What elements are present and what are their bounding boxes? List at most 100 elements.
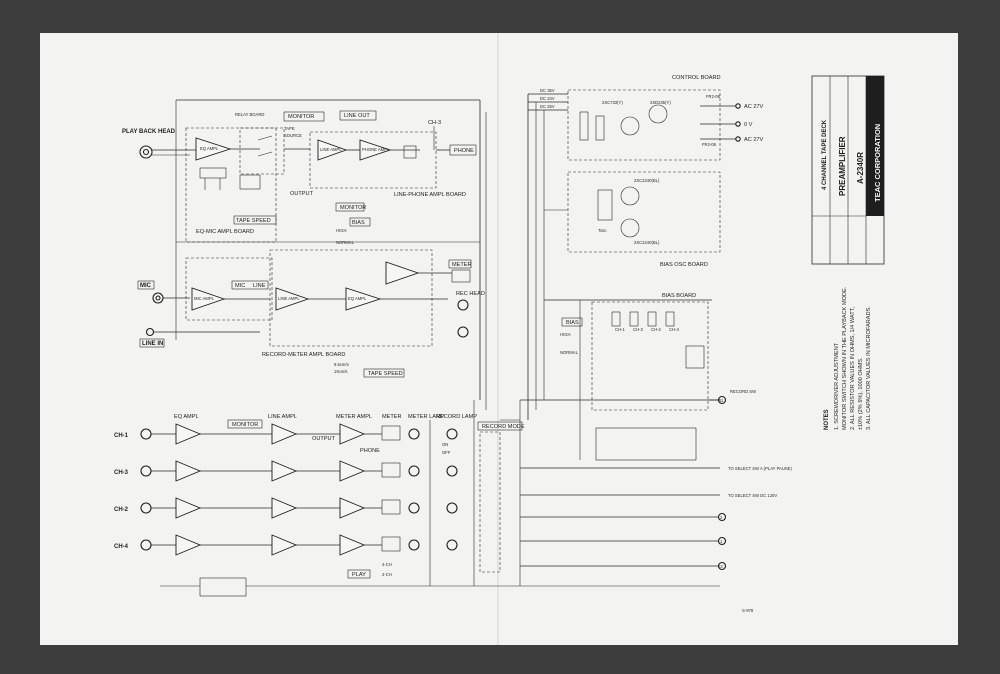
line-switch-label: LINE	[253, 283, 266, 289]
title-subtitle: PREAMPLIFIER	[838, 136, 847, 196]
bias-high-switch-label: HIGH	[560, 332, 570, 337]
terminal-num-4: 1	[720, 539, 723, 544]
four-ch-label: 4-CH	[382, 562, 392, 567]
two-ch-label: 2-CH	[382, 572, 392, 577]
line-ampl-label-low: LINE AMPL	[268, 414, 297, 420]
eq-amp-ch3	[175, 460, 202, 482]
meter-ch2	[381, 499, 401, 515]
line-amp-ch1	[271, 423, 298, 445]
rec-head-jack	[457, 299, 469, 338]
notes-line-1: 1. SCREWDRIVER ADJUSTMENT	[834, 342, 840, 430]
mic-amp-label: MIC AMPL	[194, 296, 215, 301]
title-company: TEAC CORPORATION	[873, 124, 882, 202]
bias-ch-label-2: CH-2	[651, 327, 661, 332]
monitor-source-label: SOURCE	[284, 133, 302, 138]
record-meter-board-label: RECORD-METER AMPL BOARD	[262, 352, 345, 358]
notes-block: NOTES 1. SCREWDRIVER ADJUSTMENT MONITOR …	[824, 286, 872, 430]
line-in-label: LINE IN	[142, 341, 163, 347]
meter-label-top: METER	[452, 262, 472, 268]
title-model: A-2340R	[856, 152, 865, 184]
bias-label-top: BIAS	[352, 220, 365, 226]
record-sw-label: RECORD SW	[730, 389, 756, 394]
line-amp-triangle-mid	[275, 287, 310, 311]
select-pause-label: TO SELECT SW A (PLAY PAUSE)	[728, 466, 792, 471]
eq-ampl-label-low: EQ AMPL	[174, 414, 199, 420]
eq-amp-ch2	[175, 497, 202, 519]
tape-speed-label-top: TAPE SPEED	[236, 218, 271, 224]
bias-osc-board-label: BIAS OSC BOARD	[660, 262, 708, 268]
bias-osc-transistor-1	[620, 186, 640, 206]
eq-amp-label: EQ AMPL	[200, 146, 219, 151]
speed-95-label: 9.5cm/s	[334, 362, 349, 367]
mic-label: MIC	[140, 283, 152, 289]
control-q2-label: 2SD235(Y)	[650, 100, 671, 105]
record-mode-switch-bank	[479, 431, 501, 573]
terminal-12	[717, 561, 727, 571]
bias-osc-transistor-2	[620, 218, 640, 238]
eq-amp-ch1	[175, 423, 202, 445]
meter-amp-triangle-top	[385, 261, 420, 285]
output-label-low: OUTPUT	[312, 436, 336, 442]
output-label-top: OUTPUT	[290, 191, 314, 197]
notes-heading: NOTES	[824, 409, 830, 430]
playback-head-jack	[139, 145, 153, 159]
dc24-label: DC 24V	[540, 96, 555, 101]
line-phone-board-outline	[309, 131, 437, 189]
playback-head-label: PLAY BACK HEAD	[122, 129, 176, 135]
channel-row-4: CH-4	[114, 534, 458, 556]
rec-head-label: REC HEAD	[456, 291, 485, 297]
eq-amp-ch4	[175, 534, 202, 556]
osc-transformer	[597, 189, 613, 221]
meter-amp-ch2	[339, 497, 366, 519]
osc-transformer-label: Tosc	[598, 228, 607, 233]
dc35-label: DC 35V	[540, 88, 555, 93]
bias-ch-label-1: CH-1	[615, 327, 625, 332]
bias-switch-label: BIAS	[566, 320, 579, 326]
bias-board-outline	[591, 301, 709, 411]
monitor-label-low: MONITOR	[232, 422, 258, 428]
bias-osc-q2-label: 2SC2240(BL)	[634, 240, 660, 245]
terminal-record-sw	[717, 395, 727, 405]
meter-ch1	[381, 425, 401, 441]
line-amp-triangle-top	[317, 139, 348, 161]
bias-high-label: HIGH	[336, 228, 346, 233]
eq-amp-triangle	[195, 137, 232, 161]
notes-line-5: 3. ALL CAPACITOR VALUES IN MICROFARADS.	[866, 306, 872, 430]
control-board-outline	[567, 89, 721, 161]
title-product: 4 CHANNEL TAPE DECK	[822, 119, 828, 190]
terminal-num-3: 2	[720, 515, 723, 520]
meter-ampl-label-low: METER AMPL	[336, 414, 372, 420]
meter-lamp-label: METER LAMP	[408, 414, 445, 420]
meter-symbol-top	[451, 269, 471, 283]
control-board-label: CONTROL BOARD	[672, 75, 721, 81]
channel-row-1: CH-1	[114, 423, 458, 445]
eq-mic-board-outline	[185, 127, 277, 243]
off-label: OFF	[442, 450, 451, 455]
line-out-label: LINE OUT	[344, 113, 370, 119]
meter-amp-ch1	[339, 423, 366, 445]
mic-amp-triangle	[191, 287, 226, 311]
relay-board-label: RELAY BOARD	[235, 112, 264, 117]
monitor-label-top: MONITOR	[288, 114, 314, 120]
control-transistor-1	[620, 116, 640, 136]
meter-label-low: METER	[382, 414, 402, 420]
line-amp-label-top: LINE AMPL	[320, 147, 342, 152]
speed-19-label: 19cm/s	[334, 369, 348, 374]
bias-normal-switch-label: NORMAL	[560, 350, 579, 355]
eq-amp-label-rec: EQ AMPL	[348, 296, 367, 301]
play-label: PLAY	[352, 572, 366, 578]
line-phone-board-label: LINE-PHONE AMPL BOARD	[394, 192, 466, 198]
on-label: ON	[442, 442, 448, 447]
tape-speed-label-mid: TAPE SPEED	[368, 371, 403, 377]
ac-27v-label-2: AC 27V	[744, 137, 764, 143]
notes-line-2: MONITOR SWITCH SHOWN IN THE PLAYBACK MOD…	[842, 286, 848, 430]
record-mode-label: RECORD MODE	[482, 424, 525, 430]
bias-normal-label: NORMAL	[336, 240, 355, 245]
ch3-label-top: CH-3	[428, 120, 441, 126]
bias-board-label: BIAS BOARD	[662, 293, 696, 299]
line-amp-ch4	[271, 534, 298, 556]
dc25-label: DC 25V	[540, 104, 555, 109]
phone-amp-label: PHONE AMPL	[362, 147, 390, 152]
bias-osc-board-outline	[567, 171, 721, 253]
